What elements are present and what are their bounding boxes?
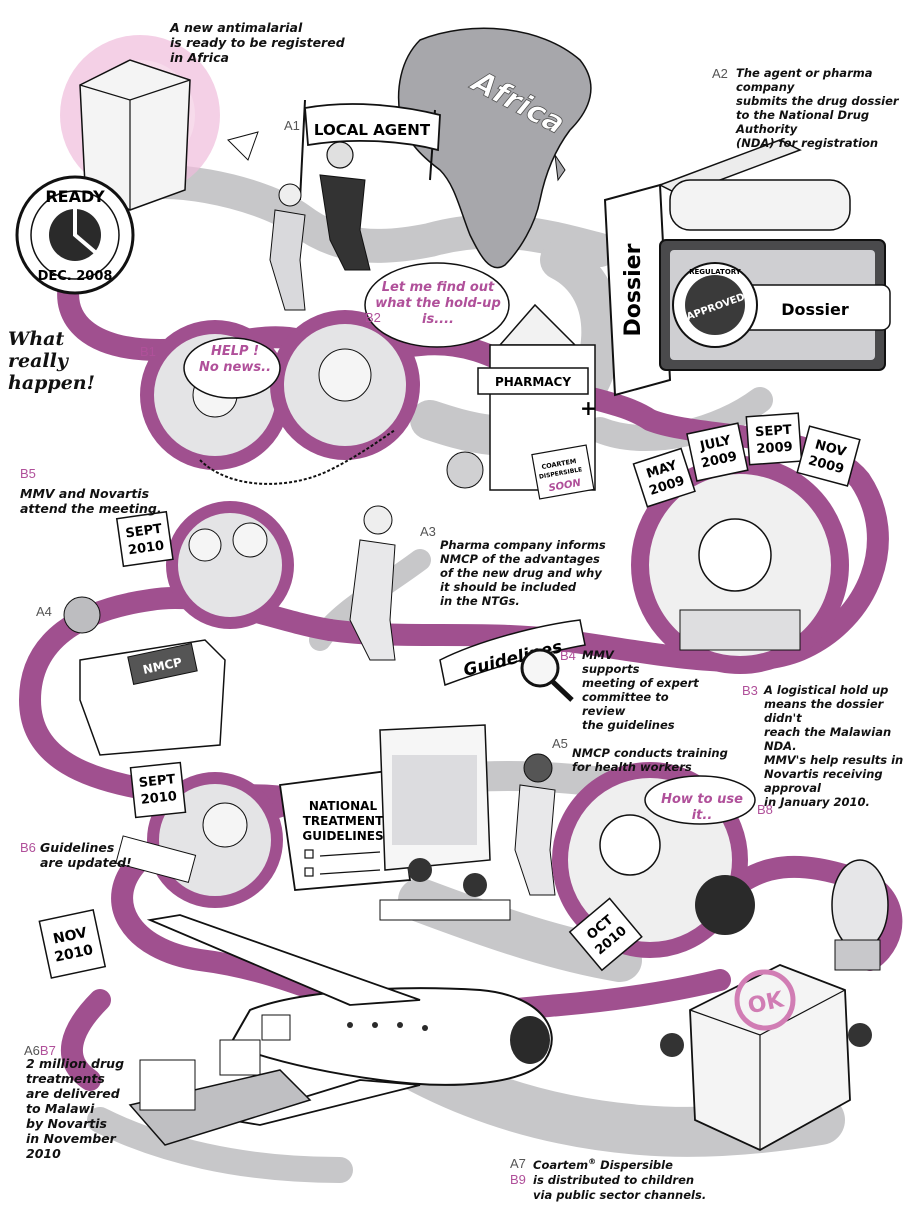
ready-badge-top: READY [45, 187, 105, 206]
step-code-b7: B7 [39, 1043, 56, 1058]
ok-box: OK [660, 859, 889, 1152]
step-text-a3: Pharma company informs NMCP of the advan… [440, 538, 606, 608]
step-text-b6: Guidelines are updated! [40, 840, 132, 870]
calendars: MAY 2009 JULY 2009 SEPT 2009 NOV 2009 SE… [38, 412, 861, 979]
step-text-b5: MMV and Novartis attend the meeting. [20, 486, 162, 516]
registered-mark: ® [588, 1157, 597, 1166]
calendar-nov-2009: NOV 2009 [796, 425, 861, 487]
calendar-sept-2010-a: SEPT 2010 [115, 510, 174, 568]
step-codes-a6-b7: A6B7 [24, 1040, 56, 1059]
stamp-ring: REGULATORY [689, 268, 742, 276]
distribution-text: is distributed to children via public se… [533, 1172, 707, 1202]
cal-sept10b-1: SEPT [138, 772, 176, 791]
local-agent-banner: LOCAL AGENT [314, 121, 431, 139]
cal-sept10b-2: 2010 [140, 789, 178, 808]
dossier-stack: Dossier APPROVED REGULATORY Dossier [603, 139, 891, 397]
step-code-a7: A7 [510, 1156, 526, 1171]
step-code-a3: A3 [420, 524, 436, 539]
step-code-a1: A1 [284, 118, 300, 133]
calendar-oct-2010: OCT 2010 [568, 897, 643, 972]
ntg-book: NATIONAL TREATMENT GUIDELINES [278, 724, 491, 891]
step-text-b3: A logistical hold up means the dossier d… [764, 683, 904, 809]
step-code-a5: A5 [552, 736, 568, 751]
cal-nov10-2: 2010 [53, 942, 95, 966]
step-code-b8: B8 [757, 802, 773, 817]
airplane [146, 914, 553, 1126]
bubble-b1: HELP ! No news.. [198, 344, 272, 375]
ntg-line-2: TREATMENT [303, 814, 384, 828]
step-code-a2: A2 [712, 66, 728, 81]
step-code-a4: A4 [36, 604, 52, 619]
africa-map: Africa [397, 27, 592, 269]
step-text-b4: MMV supports meeting of expert committee… [582, 648, 699, 732]
ready-badge-bottom: DEC. 2008 [38, 269, 113, 284]
intro-caption: A new antimalarial is ready to be regist… [170, 20, 345, 65]
phone-call-scene [140, 262, 510, 485]
step-text-a5: NMCP conducts training for health worker… [572, 746, 728, 774]
step-code-b9: B9 [510, 1172, 526, 1187]
local-agent-scene: LOCAL AGENT [227, 99, 441, 311]
step-code-b4: B4 [560, 648, 576, 663]
step-code-b3: B3 [742, 683, 758, 698]
bubble-b2: Let me find out what the hold-up is.... [375, 280, 501, 327]
cal-sept09-1: SEPT [755, 423, 793, 441]
conveyor-belt [128, 1059, 312, 1146]
ntg-line-1: NATIONAL [309, 799, 378, 813]
step-code-a6: A6 [24, 1043, 40, 1058]
step-code-b6: B6 [20, 840, 36, 855]
pharmacy-kiosk: PHARMACY + COARTEM DISPERSIBLE SOON [446, 303, 597, 500]
cal-sept10a-2: 2010 [127, 538, 165, 558]
bubble-b8: How to use it.. [661, 792, 743, 823]
meeting-scene [166, 501, 294, 629]
step-text-a6: 2 million drug treatments are delivered … [26, 1056, 125, 1161]
dossier-spine: Dossier [621, 243, 646, 336]
pharmacy-sign: PHARMACY [495, 375, 571, 389]
svg-text:+: + [580, 396, 597, 420]
coartem-dispersible: Dispersible [596, 1157, 673, 1172]
cal-july-2: 2009 [700, 449, 739, 471]
calendar-july-2009: JULY 2009 [686, 422, 749, 482]
step-code-b5: B5 [20, 466, 36, 481]
phone-man [349, 505, 396, 661]
calendar-nov-2010: NOV 2010 [38, 908, 107, 979]
what-really-happen: What really happen! [8, 328, 95, 394]
step-code-b2: B2 [365, 310, 381, 325]
training-scene [379, 753, 556, 921]
product-box-top [60, 35, 220, 211]
step-text-a2: The agent or pharma company submits the … [736, 66, 899, 150]
step-code-b1: B1 [140, 344, 156, 359]
coartem-name: Coartem [533, 1157, 589, 1172]
dossier-stack-label: Dossier [781, 300, 849, 319]
calendar-sept-2010-b: SEPT 2010 [129, 761, 187, 819]
cal-july-1: JULY [698, 433, 733, 454]
cal-sept09-2: 2009 [756, 440, 793, 457]
ntg-line-3: GUIDELINES [302, 829, 383, 843]
cal-sept10a-1: SEPT [125, 522, 164, 542]
cal-nov10-1: NOV [52, 925, 89, 948]
nmcp-desk: NMCP [63, 596, 226, 756]
logistics-scene [631, 456, 849, 674]
calendar-sept-2009: SEPT 2009 [745, 412, 803, 466]
ready-badge: READY DEC. 2008 [15, 175, 135, 295]
calendar-may-2009: MAY 2009 [632, 447, 696, 508]
